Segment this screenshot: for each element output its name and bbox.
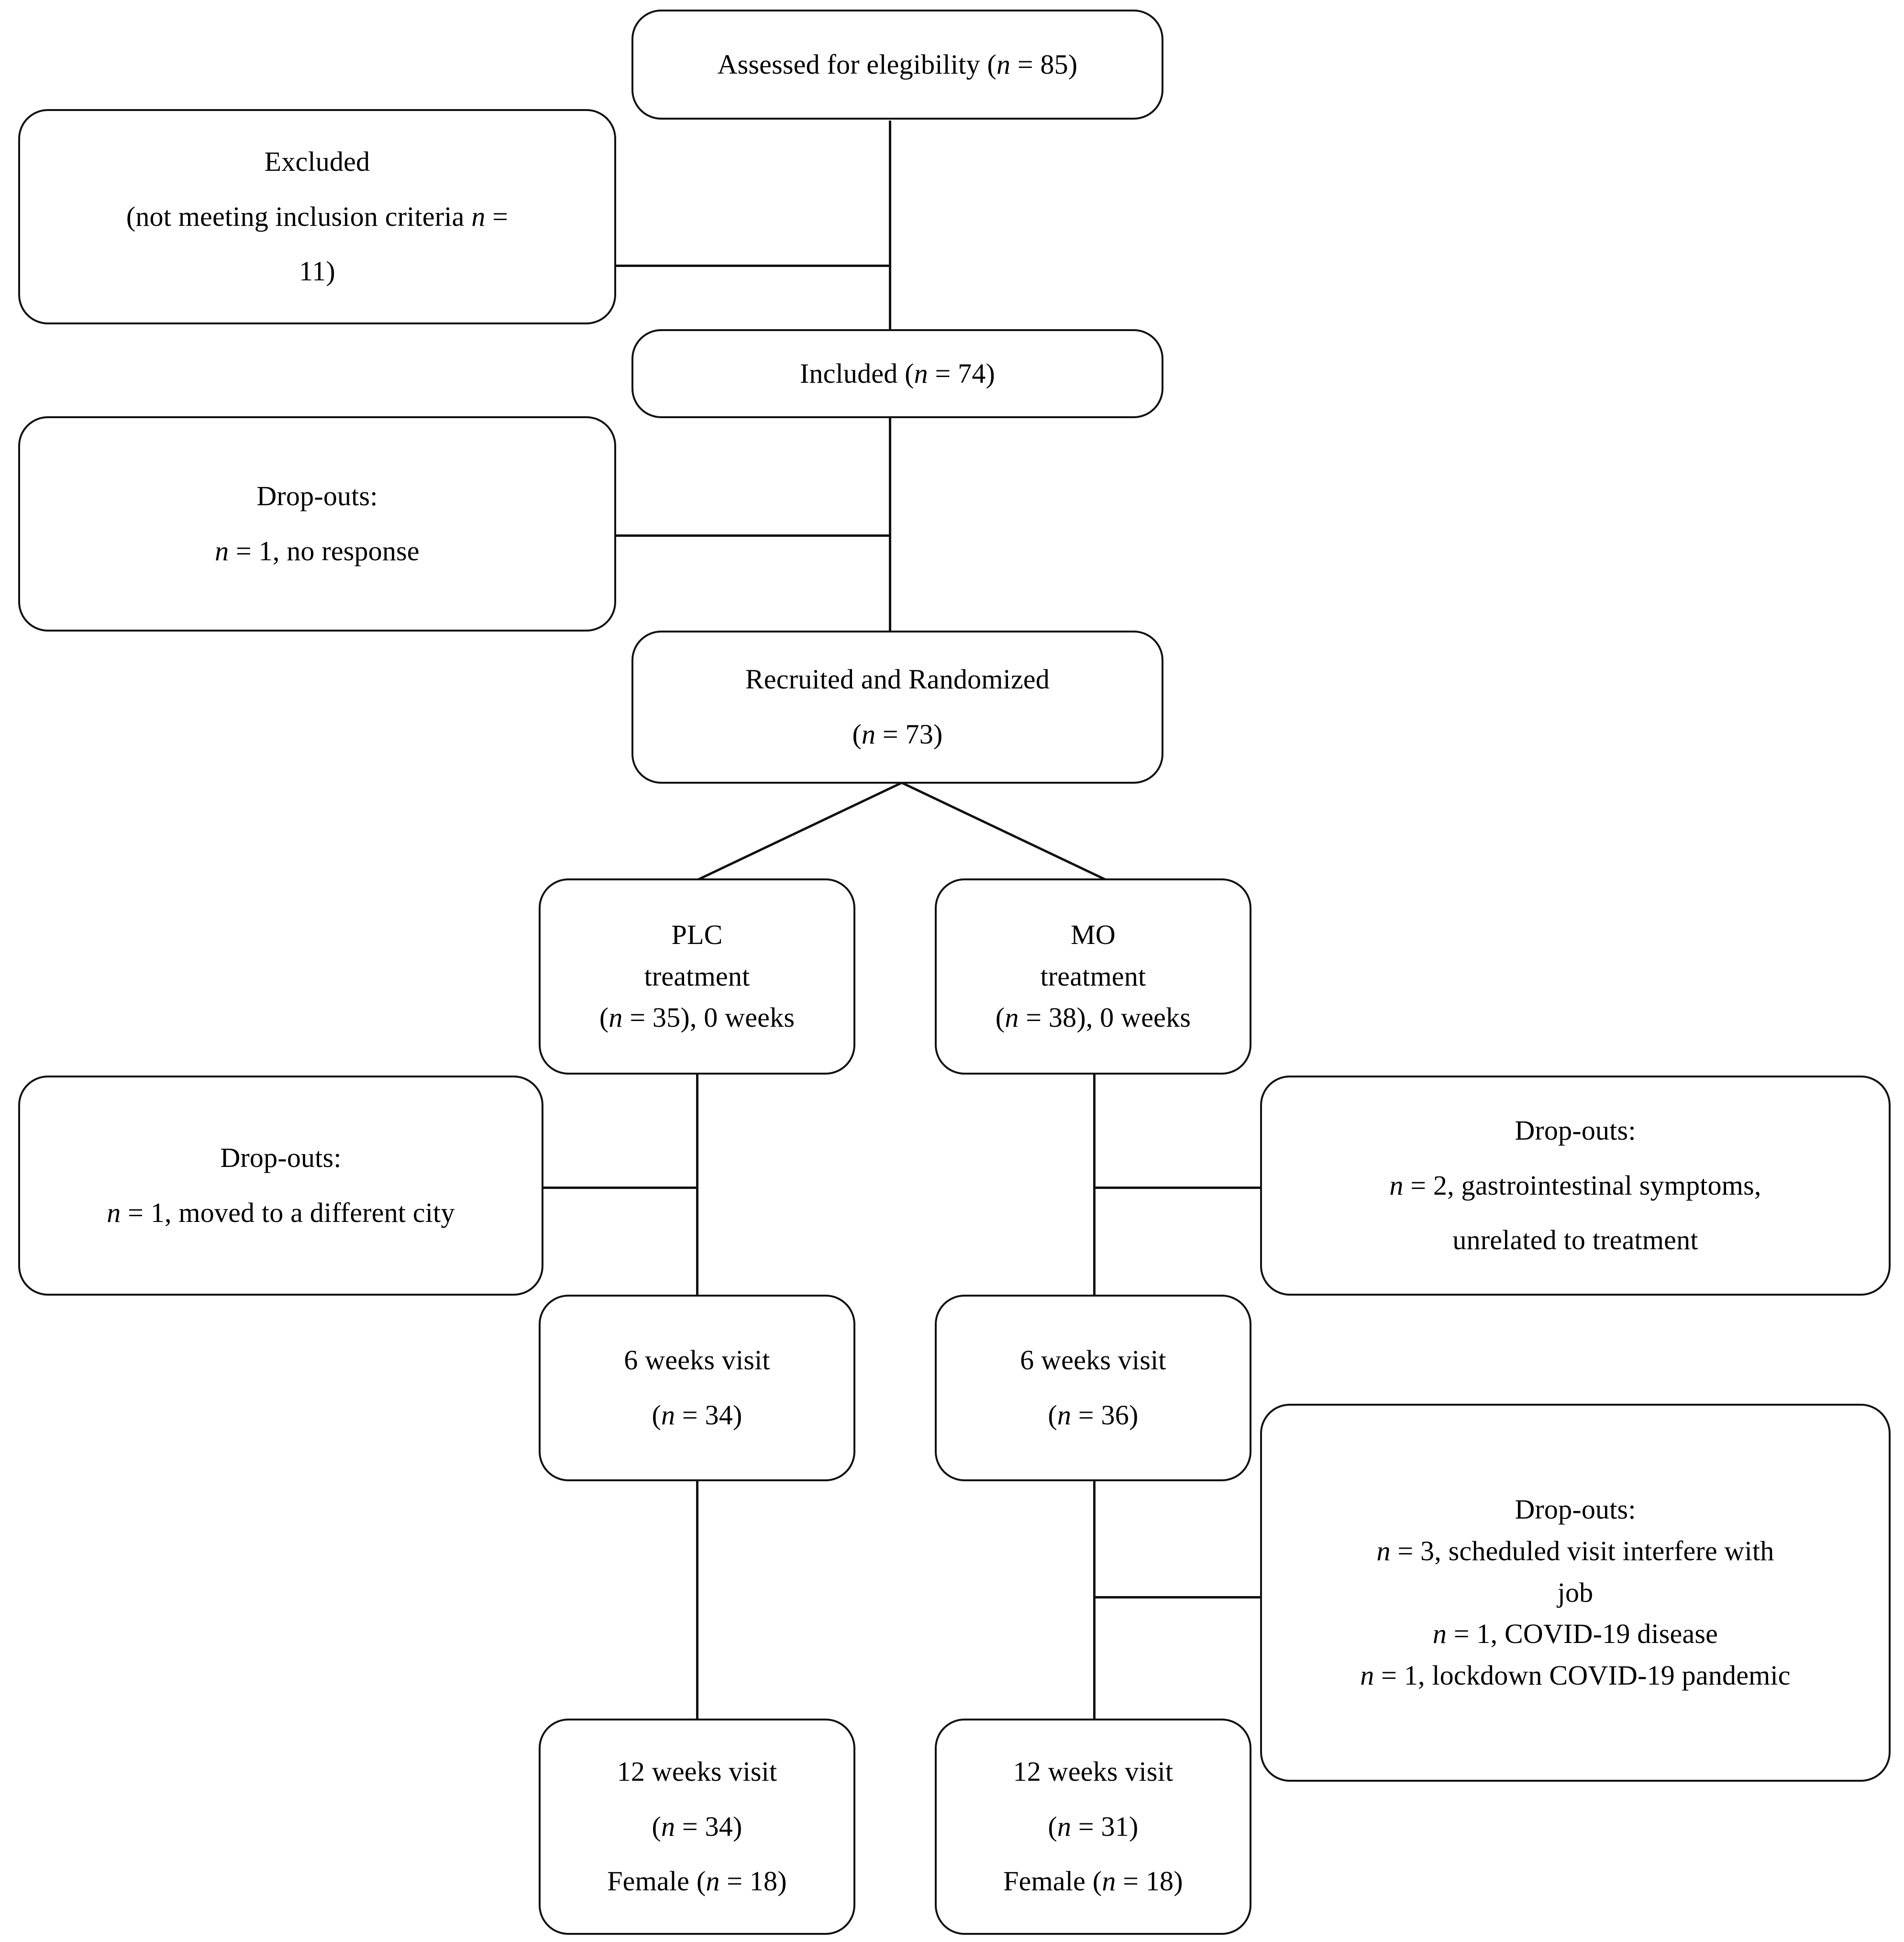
connector-included-to-randomized — [889, 415, 891, 632]
node-dropouts-after-inclusion[interactable]: Drop-outs: n = 1, no response — [18, 416, 616, 632]
mo-label-3: (n = 38), 0 weeks — [995, 1002, 1191, 1033]
mo-6weeks-label-1: 6 weeks visit — [1020, 1344, 1166, 1376]
excluded-label-3: 11) — [299, 255, 335, 287]
dropout-mo-late-label-3: job — [1557, 1576, 1594, 1608]
node-dropouts-plc-arm[interactable]: Drop-outs: n = 1, moved to a different c… — [18, 1076, 543, 1296]
mo-6weeks-label-2: (n = 36) — [1048, 1399, 1139, 1431]
plc-label-1: PLC — [671, 919, 723, 950]
connector-randomization-split — [697, 781, 1107, 881]
node-recruited-and-randomized[interactable]: Recruited and Randomized (n = 73) — [631, 631, 1163, 784]
dropout-mo-late-label-1: Drop-outs: — [1515, 1493, 1636, 1525]
dropout-included-label-2: n = 1, no response — [215, 535, 420, 566]
excluded-label-1: Excluded — [264, 145, 370, 177]
plc-label-2: treatment — [644, 960, 750, 992]
mo-label-2: treatment — [1040, 960, 1146, 992]
dropout-mo-late-label-5: n = 1, lockdown COVID-19 pandemic — [1360, 1660, 1791, 1691]
plc-6weeks-label-2: (n = 34) — [652, 1399, 742, 1431]
mo-12weeks-label-3: Female (n = 18) — [1003, 1865, 1183, 1897]
mo-12weeks-label-2: (n = 31) — [1048, 1810, 1139, 1842]
connector-dropout-mo-to-column — [1093, 1187, 1262, 1189]
node-assessed-for-eligibility[interactable]: Assessed for elegibility (n = 85) — [631, 10, 1163, 120]
dropout-plc-label-2: n = 1, moved to a different city — [107, 1197, 455, 1228]
node-included[interactable]: Included (n = 74) — [631, 329, 1163, 418]
connector-assessed-to-included — [889, 121, 891, 436]
plc-12weeks-label-2: (n = 34) — [652, 1810, 742, 1842]
node-mo-treatment-baseline[interactable]: MO treatment (n = 38), 0 weeks — [935, 878, 1251, 1075]
connector-plc-6weeks-to-12weeks — [696, 1479, 698, 1720]
dropout-included-label-1: Drop-outs: — [256, 480, 378, 512]
dropout-mo-late-label-2: n = 3, scheduled visit interfere with — [1376, 1535, 1774, 1566]
connector-dropout-plc-to-column — [543, 1187, 698, 1189]
plc-label-3: (n = 35), 0 weeks — [599, 1002, 795, 1033]
dropout-plc-label-1: Drop-outs: — [220, 1142, 342, 1174]
dropout-mo-label-2: n = 2, gastrointestinal symptoms, — [1389, 1169, 1761, 1201]
mo-12weeks-label-1: 12 weeks visit — [1013, 1755, 1173, 1787]
mo-label-1: MO — [1071, 919, 1116, 950]
connector-mo-baseline-to-6weeks — [1093, 1074, 1096, 1296]
plc-12weeks-label-3: Female (n = 18) — [607, 1865, 787, 1897]
node-plc-6-weeks-visit[interactable]: 6 weeks visit (n = 34) — [539, 1295, 855, 1481]
connector-dropout-mo-late-to-column — [1093, 1596, 1262, 1598]
node-dropouts-mo-arm[interactable]: Drop-outs: n = 2, gastrointestinal sympt… — [1260, 1076, 1891, 1296]
excluded-label-2: (not meeting inclusion criteria n = — [126, 200, 509, 232]
randomized-label-1: Recruited and Randomized — [745, 664, 1050, 695]
connector-dropout-included-to-trunk — [614, 534, 891, 537]
connector-mo-6weeks-to-12weeks — [1093, 1479, 1096, 1720]
node-plc-treatment-baseline[interactable]: PLC treatment (n = 35), 0 weeks — [539, 878, 855, 1075]
assessed-label-1: Assessed for elegibility (n = 85) — [717, 48, 1078, 80]
node-mo-12-weeks-visit[interactable]: 12 weeks visit (n = 31) Female (n = 18) — [935, 1719, 1251, 1935]
connector-excluded-to-trunk — [614, 265, 891, 267]
included-label-1: Included (n = 74) — [799, 357, 996, 389]
dropout-mo-label-3: unrelated to treatment — [1452, 1224, 1698, 1256]
dropout-mo-late-label-4: n = 1, COVID-19 disease — [1432, 1618, 1718, 1650]
dropout-mo-label-1: Drop-outs: — [1515, 1114, 1636, 1146]
randomized-label-2: (n = 73) — [852, 719, 943, 750]
node-excluded[interactable]: Excluded (not meeting inclusion criteria… — [18, 109, 616, 324]
plc-12weeks-label-1: 12 weeks visit — [617, 1755, 777, 1787]
node-mo-6-weeks-visit[interactable]: 6 weeks visit (n = 36) — [935, 1295, 1251, 1481]
plc-6weeks-label-1: 6 weeks visit — [624, 1344, 770, 1376]
connector-plc-baseline-to-6weeks — [696, 1074, 698, 1296]
node-dropouts-mo-arm-late[interactable]: Drop-outs: n = 3, scheduled visit interf… — [1260, 1404, 1891, 1782]
node-plc-12-weeks-visit[interactable]: 12 weeks visit (n = 34) Female (n = 18) — [539, 1719, 855, 1935]
